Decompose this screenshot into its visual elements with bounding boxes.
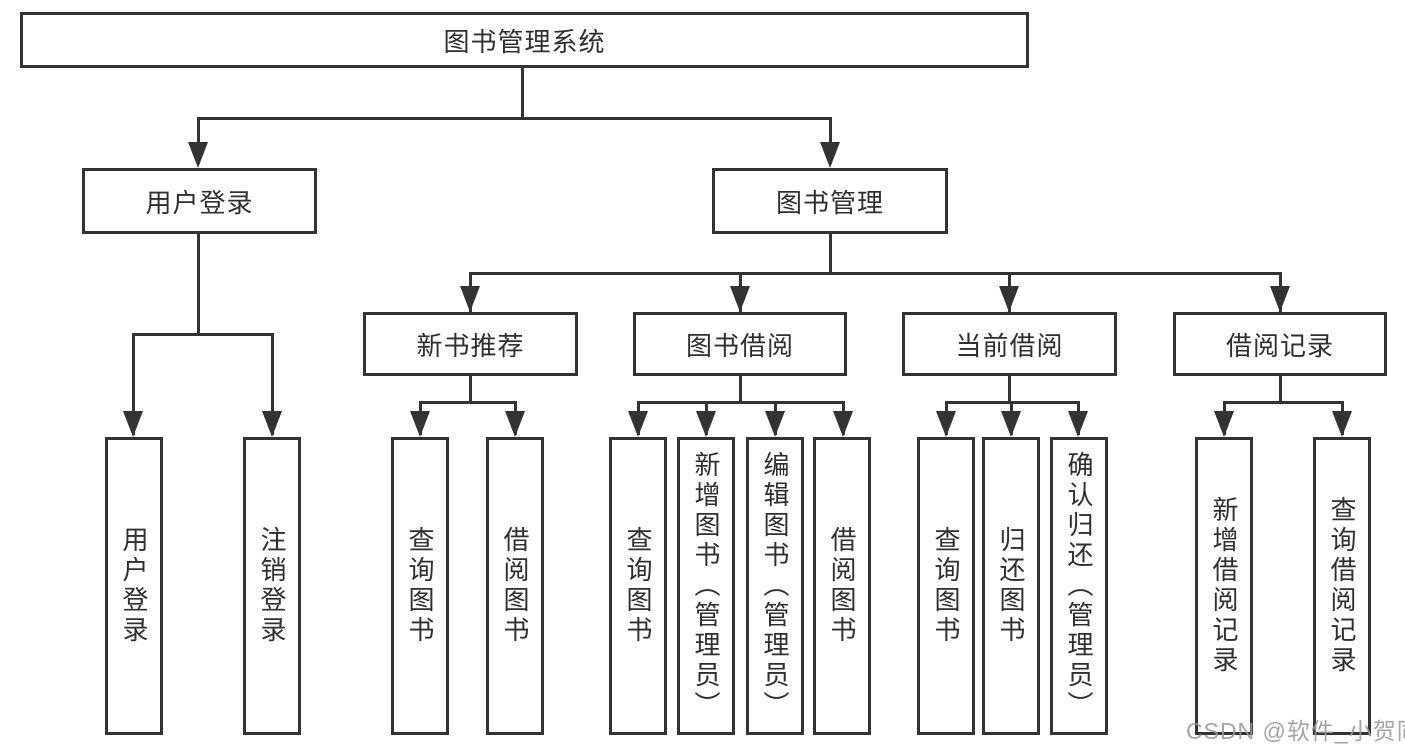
leaf-add-books-admin: 新增图书（管理员） (677, 437, 735, 735)
leaf-query-books-borrowing: 查询图书 (609, 437, 667, 735)
down-arrow (460, 286, 480, 312)
node-label: 查询借阅记录 (1327, 496, 1357, 676)
node-label: 新书推荐 (416, 330, 525, 361)
down-arrow (936, 411, 956, 437)
node-label: 归还图书 (996, 526, 1026, 646)
leaf-query-borrow-record: 查询借阅记录 (1313, 437, 1371, 735)
leaf-logout: 注销登录 (243, 437, 301, 735)
node-user-login: 用户登录 (82, 168, 317, 234)
node-new-book-recommendation: 新书推荐 (363, 312, 578, 376)
leaf-borrow-books-borrowing: 借阅图书 (813, 437, 871, 735)
leaf-query-books-current: 查询图书 (917, 437, 975, 735)
node-label: 用户登录 (119, 526, 149, 646)
node-label: 借阅图书 (500, 526, 530, 646)
leaf-query-books-recommend: 查询图书 (391, 437, 449, 735)
down-arrow (188, 142, 208, 168)
down-arrow (1214, 411, 1234, 437)
node-book-borrowing: 图书借阅 (633, 312, 847, 376)
connector-line (1279, 376, 1282, 403)
node-label: 图书管理系统 (443, 26, 606, 57)
down-arrow (262, 411, 282, 437)
watermark: CSDN @软件_小贺同学 (1186, 718, 1405, 744)
node-label: 图书借阅 (685, 330, 794, 361)
node-label: 新增图书（管理员） (691, 451, 721, 721)
node-label: 注销登录 (257, 526, 287, 646)
leaf-user-login: 用户登录 (105, 437, 163, 735)
down-arrow (765, 411, 785, 437)
connector-line (271, 333, 274, 435)
connector-line (132, 333, 274, 336)
connector-line (637, 401, 845, 404)
node-label: 查询图书 (405, 526, 435, 646)
down-arrow (730, 286, 750, 312)
down-arrow (1001, 411, 1021, 437)
connector-line (1223, 401, 1344, 404)
node-label: 图书管理 (775, 187, 884, 218)
connector-line (829, 234, 832, 275)
connector-line (829, 117, 832, 164)
down-arrow (1068, 411, 1088, 437)
node-label: 确认归还（管理员） (1064, 451, 1094, 721)
node-label: 借阅记录 (1225, 330, 1334, 361)
connector-line (419, 401, 517, 404)
connector-line (469, 376, 472, 403)
down-arrow (820, 142, 840, 168)
node-label: 新增借阅记录 (1209, 496, 1239, 676)
leaf-confirm-return-admin: 确认归还（管理员） (1050, 437, 1108, 735)
node-label: 借阅图书 (827, 526, 857, 646)
down-arrow (696, 411, 716, 437)
connector-line (739, 376, 742, 403)
connector-line (1008, 376, 1011, 403)
down-arrow (1332, 411, 1352, 437)
connector-line (197, 234, 200, 335)
down-arrow (628, 411, 648, 437)
node-current-borrowing: 当前借阅 (902, 312, 1117, 376)
leaf-edit-books-admin: 编辑图书（管理员） (746, 437, 804, 735)
down-arrow (1270, 286, 1290, 312)
connector-line (469, 272, 1281, 275)
down-arrow (999, 286, 1019, 312)
down-arrow (505, 411, 525, 437)
node-label: 编辑图书（管理员） (760, 451, 790, 721)
node-borrowing-records: 借阅记录 (1173, 312, 1387, 376)
connector-line (197, 117, 200, 164)
node-label: 查询图书 (623, 526, 653, 646)
node-library-management-system: 图书管理系统 (20, 12, 1029, 68)
connector-line (197, 117, 832, 120)
node-book-management: 图书管理 (712, 168, 948, 234)
leaf-return-books: 归还图书 (982, 437, 1040, 735)
leaf-borrow-books-recommend: 借阅图书 (486, 437, 544, 735)
leaf-add-borrow-record: 新增借阅记录 (1195, 437, 1253, 735)
down-arrow (410, 411, 430, 437)
connector-line (521, 68, 524, 118)
connector-line (132, 333, 135, 435)
node-label: 用户登录 (145, 187, 254, 218)
down-arrow (833, 411, 853, 437)
node-label: 查询图书 (931, 526, 961, 646)
node-label: 当前借阅 (955, 330, 1064, 361)
down-arrow (123, 411, 143, 437)
